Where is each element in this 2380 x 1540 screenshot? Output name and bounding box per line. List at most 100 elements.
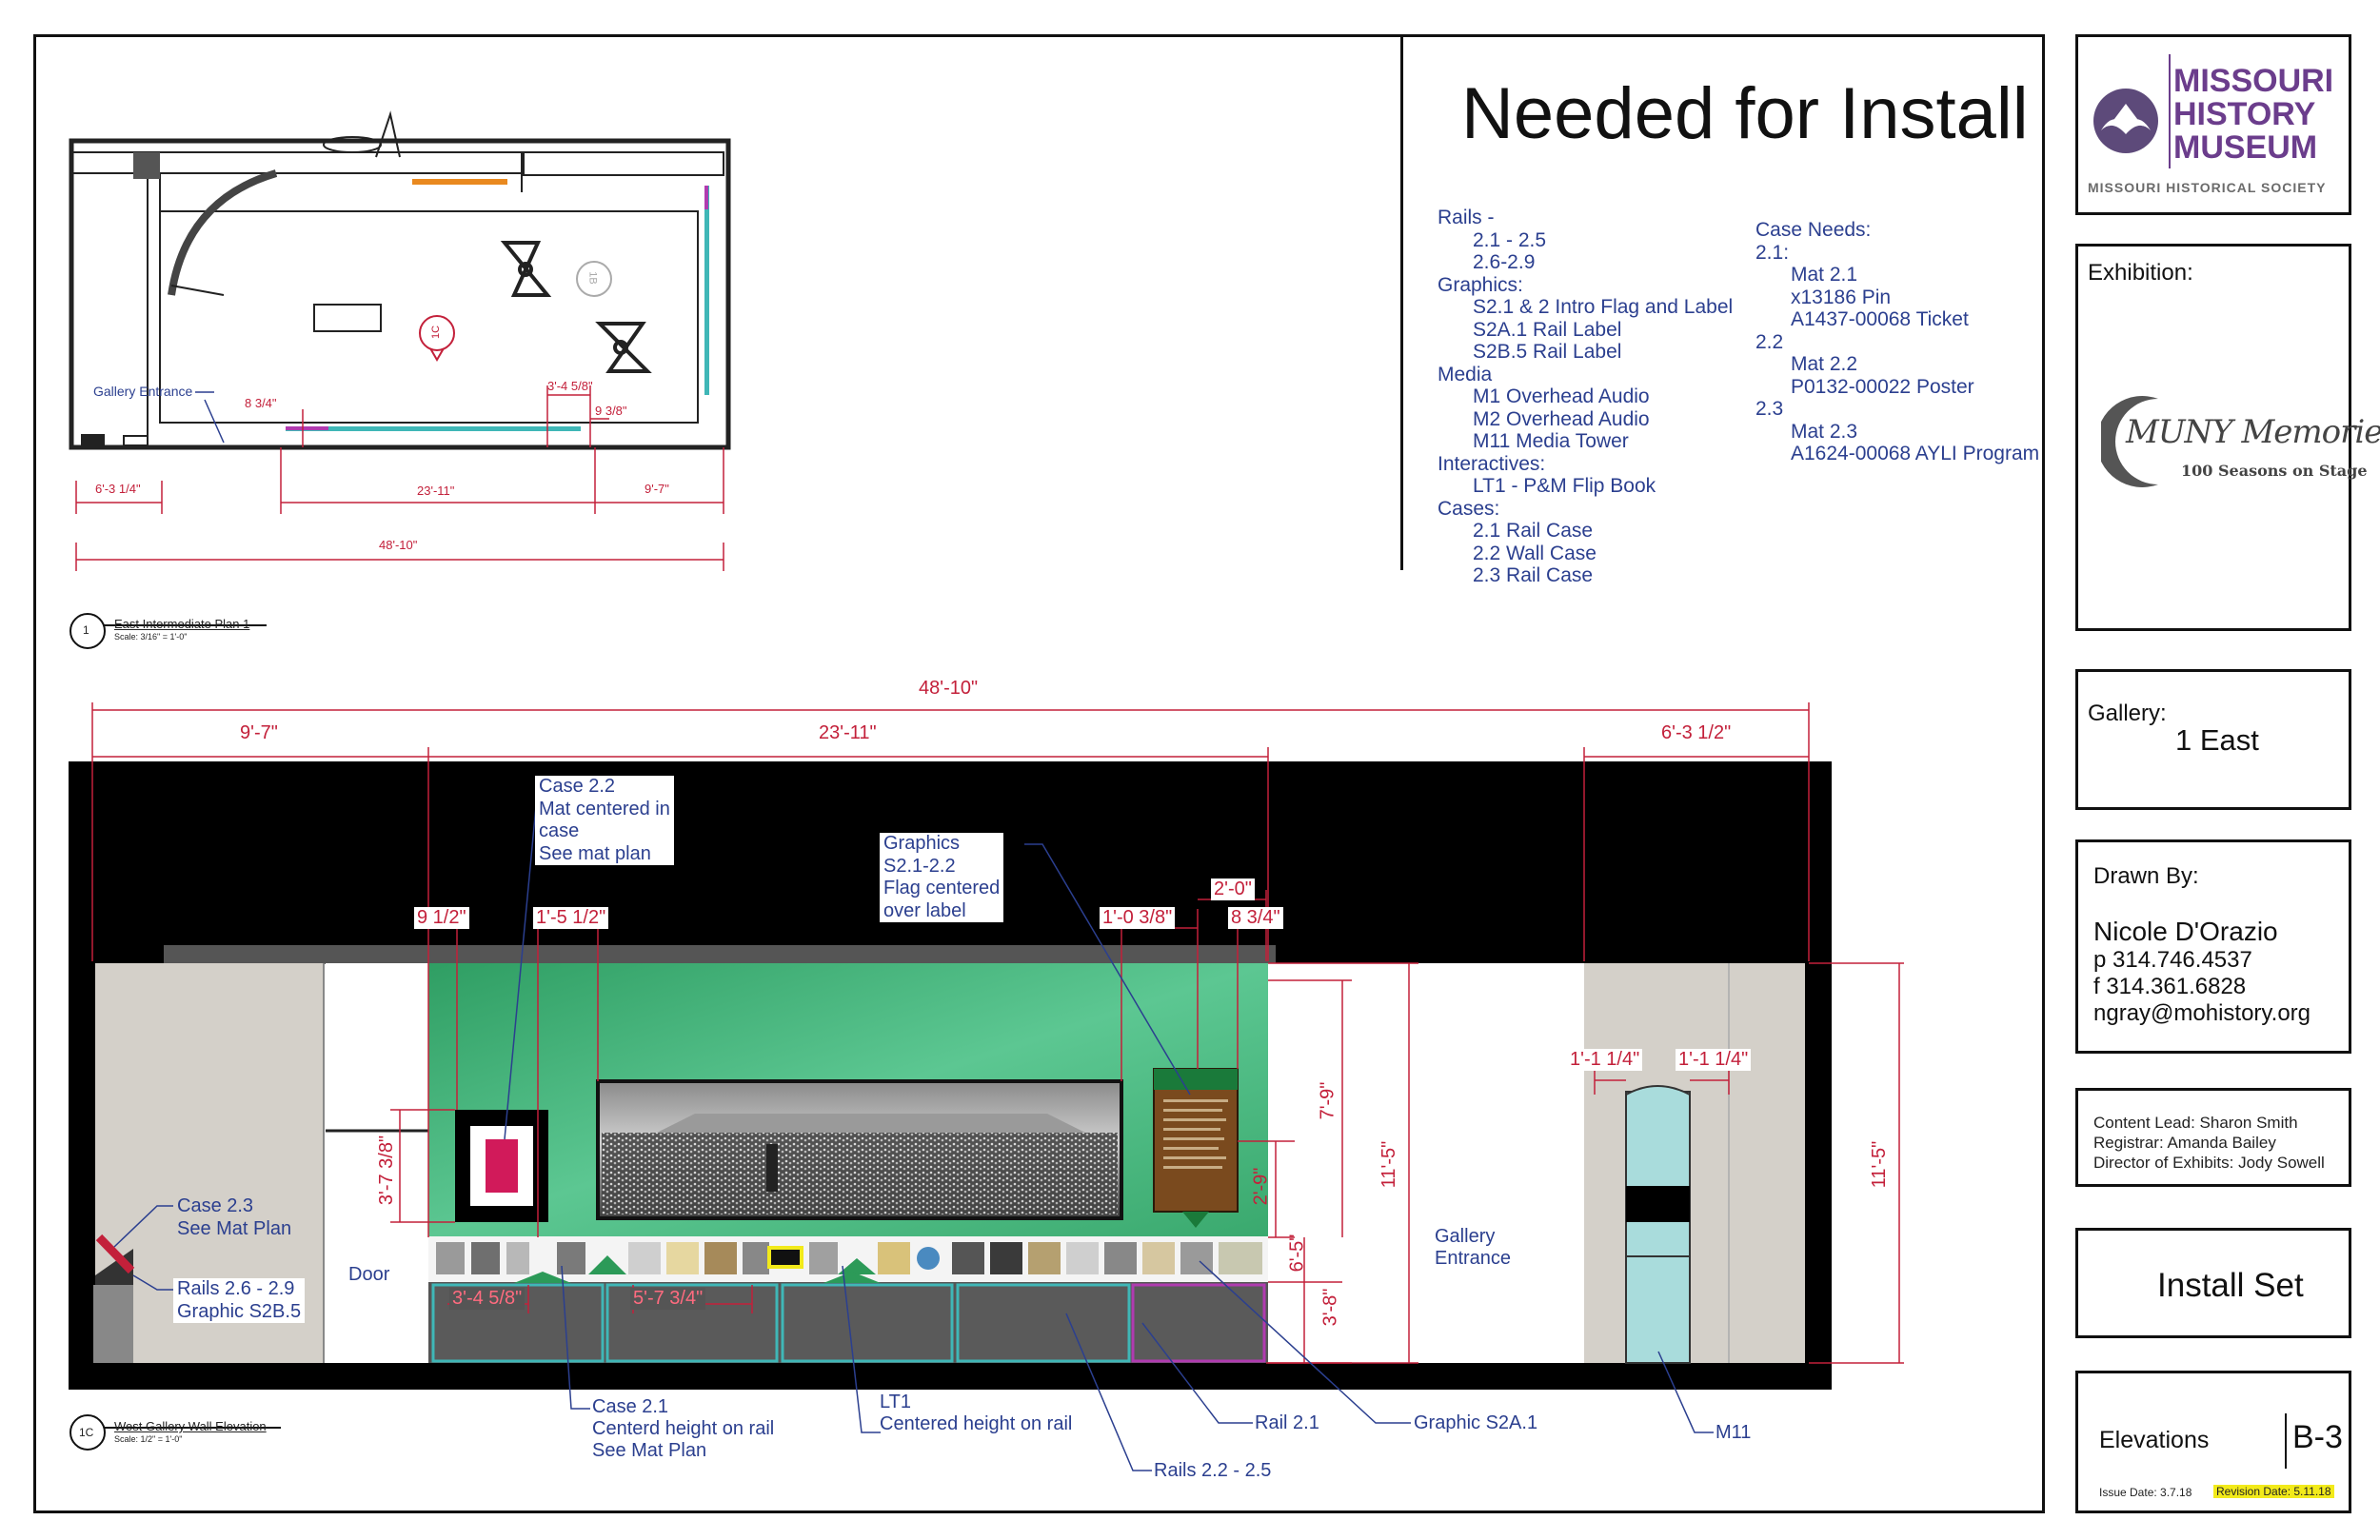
exhibition-logo-sub: 100 Seasons on Stage	[2181, 462, 2368, 480]
needs-item: 2.2	[1755, 330, 1784, 353]
dim-9-half: 9 1/2"	[414, 907, 469, 929]
needs-item: M11 Media Tower	[1473, 430, 1629, 452]
notes-divider	[1400, 36, 1403, 570]
callout-line: Case 2.2	[539, 776, 616, 797]
dim-1-5-half: 1'-5 1/2"	[533, 907, 609, 929]
dim-m11-a: 1'-1 1/4"	[1567, 1049, 1643, 1071]
dim-overall: 48'-10"	[919, 678, 979, 699]
plan-marker-1b-label: 1B	[586, 271, 599, 285]
callout-line: LT1	[880, 1392, 911, 1412]
set-name: Install Set	[2157, 1267, 2304, 1304]
set-box: Install Set	[2075, 1228, 2351, 1338]
callout-line: Mat centered in	[539, 798, 670, 819]
plan-title: East Intermediate Plan 1	[114, 617, 250, 631]
callout-line: Gallery	[1435, 1226, 1496, 1247]
dim-11-5-b: 11'-5"	[1869, 1140, 1891, 1189]
callout-line: Flag centered	[883, 878, 1001, 898]
callout-line: Centered height on rail	[880, 1413, 1073, 1434]
needs-item: 2.3	[1755, 398, 1784, 420]
plan-marker-1c-label: 1C	[430, 325, 443, 340]
museum-society: MISSOURI HISTORICAL SOCIETY	[2088, 180, 2327, 195]
dim-left: 9'-7"	[240, 722, 278, 743]
sheet-divider	[2285, 1413, 2287, 1469]
callout-rail-2-1: Rail 2.1	[1255, 1412, 1319, 1433]
revision-date: Revision Date: 5.11.18	[2213, 1485, 2334, 1498]
exhibition-logo-text: MUNY Memories	[2126, 413, 2380, 451]
needs-item: Mat 2.1	[1791, 264, 1858, 286]
needs-item: A1437-00068 Ticket	[1791, 308, 1969, 330]
elevation-scale: Scale: 1/2" = 1'-0"	[114, 1434, 183, 1444]
dim-2-9: 2'-9"	[1250, 1167, 1272, 1206]
plan-gallery-entrance: Gallery Entrance	[93, 384, 193, 399]
needs-item: 2.1:	[1755, 241, 1790, 264]
needs-item: Mat 2.3	[1791, 420, 1858, 443]
dim-2-0: 2'-0"	[1211, 879, 1255, 900]
callout-graphic-s2a1: Graphic S2A.1	[1414, 1412, 1538, 1433]
callout-line: Rails 2.6 - 2.9	[177, 1278, 295, 1299]
dim-7-9: 7'-9"	[1317, 1081, 1339, 1120]
callout-line: Case 2.1	[592, 1396, 669, 1417]
sheet-number: B-3	[2292, 1419, 2343, 1455]
needs-item: Rails -	[1438, 207, 1495, 228]
museum-name-2: HISTORY	[2173, 96, 2316, 132]
drawn-by-email: ngray@mohistory.org	[2093, 1000, 2311, 1026]
callout-line: S2.1-2.2	[883, 855, 956, 877]
callout-line: Case 2.3	[177, 1195, 254, 1216]
label-door: Door	[348, 1264, 390, 1285]
content-lead: Content Lead: Sharon Smith	[2093, 1114, 2298, 1132]
plan-dim-8-34: 8 3/4"	[245, 396, 277, 410]
callout-line: Entrance	[1435, 1248, 1512, 1269]
dim-3-4-58: 3'-4 5/8"	[449, 1288, 526, 1310]
sheet-box: Elevations B-3 Issue Date: 3.7.18 Revisi…	[2075, 1371, 2351, 1513]
needs-item: 2.2 Wall Case	[1473, 542, 1597, 564]
callout-line: See mat plan	[539, 842, 651, 864]
museum-logo-box: MISSOURI HISTORY MUSEUM MISSOURI HISTORI…	[2075, 34, 2351, 215]
dim-right: 6'-3 1/2"	[1661, 722, 1732, 743]
drawn-by-label: Drawn By:	[2093, 863, 2199, 889]
sheet-name: Elevations	[2099, 1427, 2210, 1453]
exhibition-label: Exhibition:	[2088, 260, 2193, 286]
needs-item: 2.3 Rail Case	[1473, 564, 1594, 586]
dim-6-5: 6'-5"	[1286, 1234, 1308, 1273]
dim-5-7-34: 5'-7 3/4"	[630, 1288, 706, 1310]
needs-item: 2.1 - 2.5	[1473, 228, 1547, 251]
needs-item: Mat 2.2	[1791, 353, 1858, 375]
issue-date: Issue Date: 3.7.18	[2099, 1486, 2192, 1499]
plan-dim-3-4-58: 3'-4 5/8"	[547, 379, 593, 393]
needs-item: S2A.1 Rail Label	[1473, 318, 1622, 341]
dim-middle: 23'-11"	[819, 722, 877, 743]
museum-name-1: MISSOURI	[2173, 63, 2334, 99]
needs-item: Media	[1438, 363, 1493, 385]
museum-logo-icon	[2093, 89, 2158, 153]
callout-line: over label	[883, 899, 966, 921]
needs-item: Interactives:	[1438, 452, 1546, 475]
dim-3-8: 3'-8"	[1319, 1288, 1341, 1327]
callout-rails-2-2: Rails 2.2 - 2.5	[1154, 1460, 1272, 1481]
dim-11-5-a: 11'-5"	[1378, 1140, 1400, 1189]
plan-dim-6-3-14: 6'-3 1/4"	[95, 482, 141, 496]
dim-1-0-38: 1'-0 3/8"	[1100, 907, 1176, 929]
needs-item: S2B.5 Rail Label	[1473, 341, 1622, 363]
plan-scale: Scale: 3/16" = 1'-0"	[114, 632, 188, 642]
needs-item: Case Needs:	[1755, 219, 1872, 241]
plan-dim-23-11: 23'-11"	[417, 484, 455, 498]
needs-item: P0132-00022 Poster	[1791, 375, 1974, 398]
dim-3-7-38: 3'-7 3/8"	[376, 1135, 398, 1206]
plan-dim-48-10: 48'-10"	[379, 538, 418, 552]
team-box: Content Lead: Sharon Smith Registrar: Am…	[2075, 1088, 2351, 1187]
plan-dim-9-7: 9'-7"	[645, 482, 669, 496]
callout-line: See Mat Plan	[177, 1217, 292, 1239]
drawn-by-phone: p 314.746.4537	[2093, 947, 2252, 973]
plan-dim-9-38: 9 3/8"	[595, 404, 627, 418]
needs-item: S2.1 & 2 Intro Flag and Label	[1473, 296, 1734, 318]
gallery-value: 1 East	[2175, 723, 2259, 757]
drawn-by-fax: f 314.361.6828	[2093, 974, 2247, 999]
needs-item: M1 Overhead Audio	[1473, 385, 1650, 407]
needs-item: x13186 Pin	[1791, 286, 1892, 308]
callout-m11: M11	[1716, 1422, 1752, 1443]
